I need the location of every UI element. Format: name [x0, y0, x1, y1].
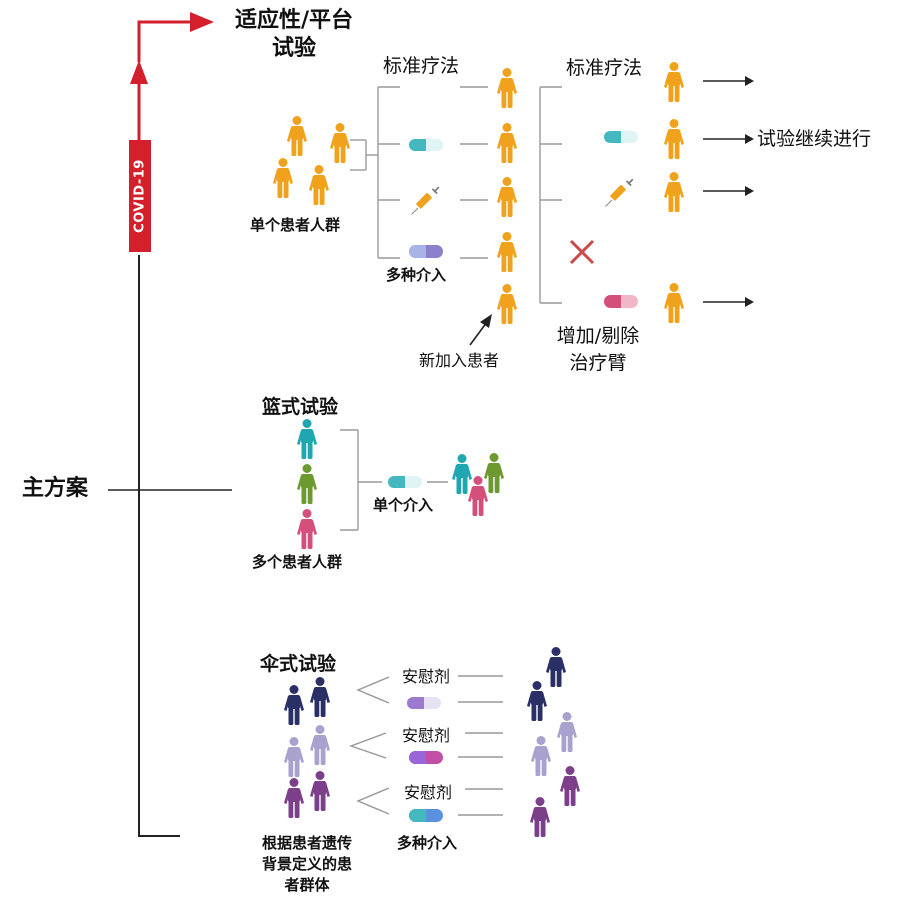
patient-icon	[330, 123, 350, 163]
genetic-population-line2: 背景定义的患	[261, 855, 352, 873]
patient-icon	[527, 681, 547, 721]
right-arrow-icon	[190, 12, 214, 32]
patient-icon	[664, 283, 684, 323]
covid-badge-label: COVID-19	[132, 159, 148, 233]
genetic-population-line3: 者群体	[284, 876, 330, 894]
pill-icon	[604, 295, 638, 308]
patient-icon	[557, 712, 577, 752]
master-protocol-label: 主方案	[22, 476, 89, 501]
standard-care-label: 标准疗法	[383, 55, 460, 77]
arrow-right-icon	[745, 186, 754, 196]
patient-icon	[310, 725, 330, 765]
covid-badge: COVID-19	[129, 140, 151, 252]
patient-icon	[484, 453, 504, 493]
pill-icon	[409, 139, 443, 151]
patient-icon	[530, 797, 550, 837]
genetic-population-line1: 根据患者遗传	[261, 834, 352, 852]
multiple-interventions-label-umbrella: 多种介入	[397, 834, 458, 852]
patient-icon	[497, 68, 517, 108]
patient-icon	[497, 123, 517, 163]
basket-trial-title: 篮式试验	[262, 396, 339, 418]
patient-icon	[297, 464, 317, 504]
standard-care-label-2: 标准疗法	[566, 57, 643, 79]
arrow-right-icon	[745, 134, 754, 144]
arrow-right-icon	[745, 297, 754, 307]
adaptive-trial	[273, 62, 754, 346]
continue-arrows	[703, 80, 745, 303]
pill-icon	[388, 476, 422, 488]
add-drop-arms-line2: 治疗臂	[569, 352, 627, 374]
placebo-label: 安慰剂	[402, 667, 451, 686]
patient-icon	[497, 284, 517, 324]
patient-icon	[310, 677, 330, 717]
patient-icon	[309, 165, 329, 205]
pill-icon	[409, 751, 443, 764]
patient-icon	[287, 116, 307, 156]
trial-continues-label: 试验继续进行	[757, 128, 872, 150]
chevrons	[348, 676, 390, 815]
pill-icon	[604, 131, 638, 143]
single-intervention-label: 单个介入	[373, 496, 434, 514]
patient-icon	[664, 119, 684, 159]
multiple-interventions-label: 多种介入	[386, 266, 447, 284]
patient-icon	[531, 736, 551, 776]
patient-icon	[284, 685, 304, 725]
new-patients-label: 新加入患者	[419, 351, 500, 370]
patient-icon	[560, 766, 580, 806]
patient-icon	[310, 771, 330, 811]
adaptive-title-line1: 适应性/平台	[234, 8, 354, 33]
pill-icon	[409, 245, 443, 258]
placebo-label: 安慰剂	[404, 783, 453, 802]
umbrella-trial-title: 伞式试验	[260, 653, 337, 675]
patient-icon	[297, 509, 317, 549]
timeline	[108, 12, 232, 837]
basket-trial	[297, 419, 504, 549]
add-drop-arms-line1: 增加/剔除	[556, 325, 640, 347]
bracket	[340, 429, 448, 531]
patient-icon	[546, 647, 566, 687]
bracket	[539, 86, 562, 304]
syringe-icon	[410, 186, 440, 216]
patient-icon	[664, 62, 684, 102]
patient-icon	[284, 778, 304, 818]
patient-icon	[273, 158, 293, 198]
pill-icon	[409, 809, 443, 822]
new-patient-arrow-icon	[469, 314, 492, 346]
patient-icon	[497, 177, 517, 217]
syringe-icon	[604, 178, 634, 208]
placebo-label: 安慰剂	[402, 726, 451, 745]
arm-lines	[458, 675, 503, 816]
arrow-right-icon	[745, 76, 754, 86]
adaptive-title-line2: 试验	[271, 36, 316, 61]
umbrella-trial	[284, 647, 580, 837]
patient-icon	[284, 737, 304, 777]
pill-icon	[407, 697, 441, 709]
patient-icon	[297, 419, 317, 459]
up-arrow-icon	[130, 60, 148, 84]
patient-icon	[664, 172, 684, 212]
dropped-arm-x-icon	[569, 239, 595, 265]
bracket	[350, 86, 488, 259]
patient-icon	[497, 232, 517, 272]
patient-icon	[468, 476, 488, 516]
single-population-label: 单个患者人群	[250, 216, 341, 234]
patient-icon	[452, 454, 472, 494]
multiple-populations-label: 多个患者人群	[252, 553, 343, 571]
